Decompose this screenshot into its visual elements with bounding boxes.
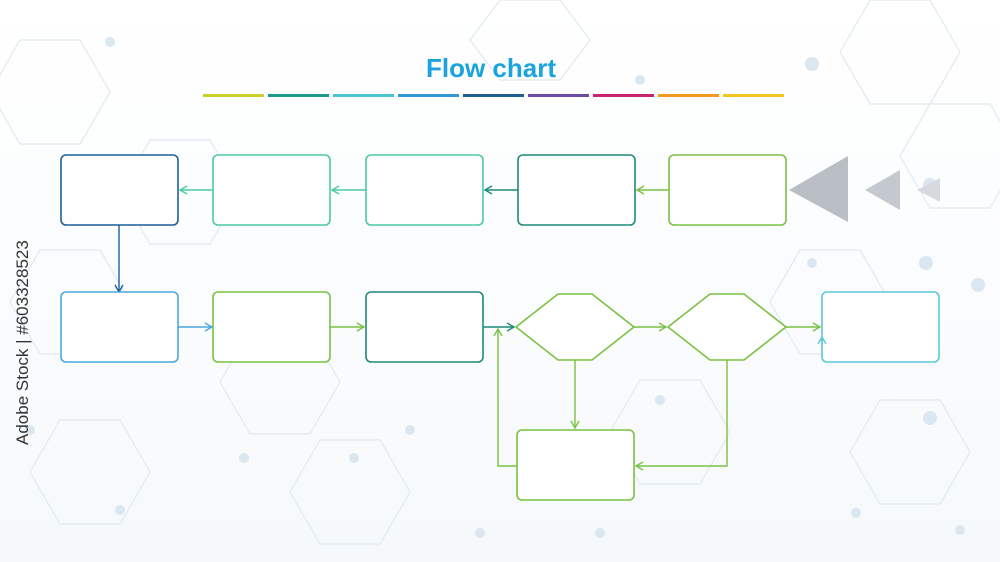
connector-decision2-to-bottom — [634, 360, 728, 471]
process-box-bottom — [516, 429, 635, 501]
color-bar-segment-2 — [268, 94, 329, 97]
process-box-row1-1 — [60, 154, 179, 226]
color-bar-segment-1 — [203, 94, 264, 97]
process-box-row2-3 — [365, 291, 484, 363]
connector-bottom-loop-back — [493, 327, 517, 467]
color-bar-segment-5 — [463, 94, 524, 97]
end-box — [821, 291, 940, 363]
direction-arrows-decoration — [789, 156, 940, 222]
decision-shape-2 — [666, 293, 788, 361]
process-box-row1-4 — [517, 154, 636, 226]
process-box-row2-1 — [60, 291, 179, 363]
network-dots — [25, 37, 985, 538]
color-bar-segment-3 — [333, 94, 394, 97]
color-bar-segment-9 — [723, 94, 784, 97]
color-bar-segment-4 — [398, 94, 459, 97]
color-bar-segment-6 — [528, 94, 589, 97]
color-bar-segment-8 — [658, 94, 719, 97]
diagram-title: Flow chart — [426, 53, 556, 83]
stock-image-id: Adobe Stock | #603328523 — [13, 240, 32, 445]
large-left-arrow-icon — [789, 156, 848, 222]
process-box-row1-2 — [212, 154, 331, 226]
process-box-row1-3 — [365, 154, 484, 226]
small-left-arrow-icon — [917, 178, 940, 202]
decision-shape-1 — [514, 293, 636, 361]
medium-left-arrow-icon — [865, 170, 900, 210]
title-color-bar — [203, 94, 784, 97]
process-box-row1-5 — [668, 154, 787, 226]
process-box-row2-2 — [212, 291, 331, 363]
color-bar-segment-7 — [593, 94, 654, 97]
